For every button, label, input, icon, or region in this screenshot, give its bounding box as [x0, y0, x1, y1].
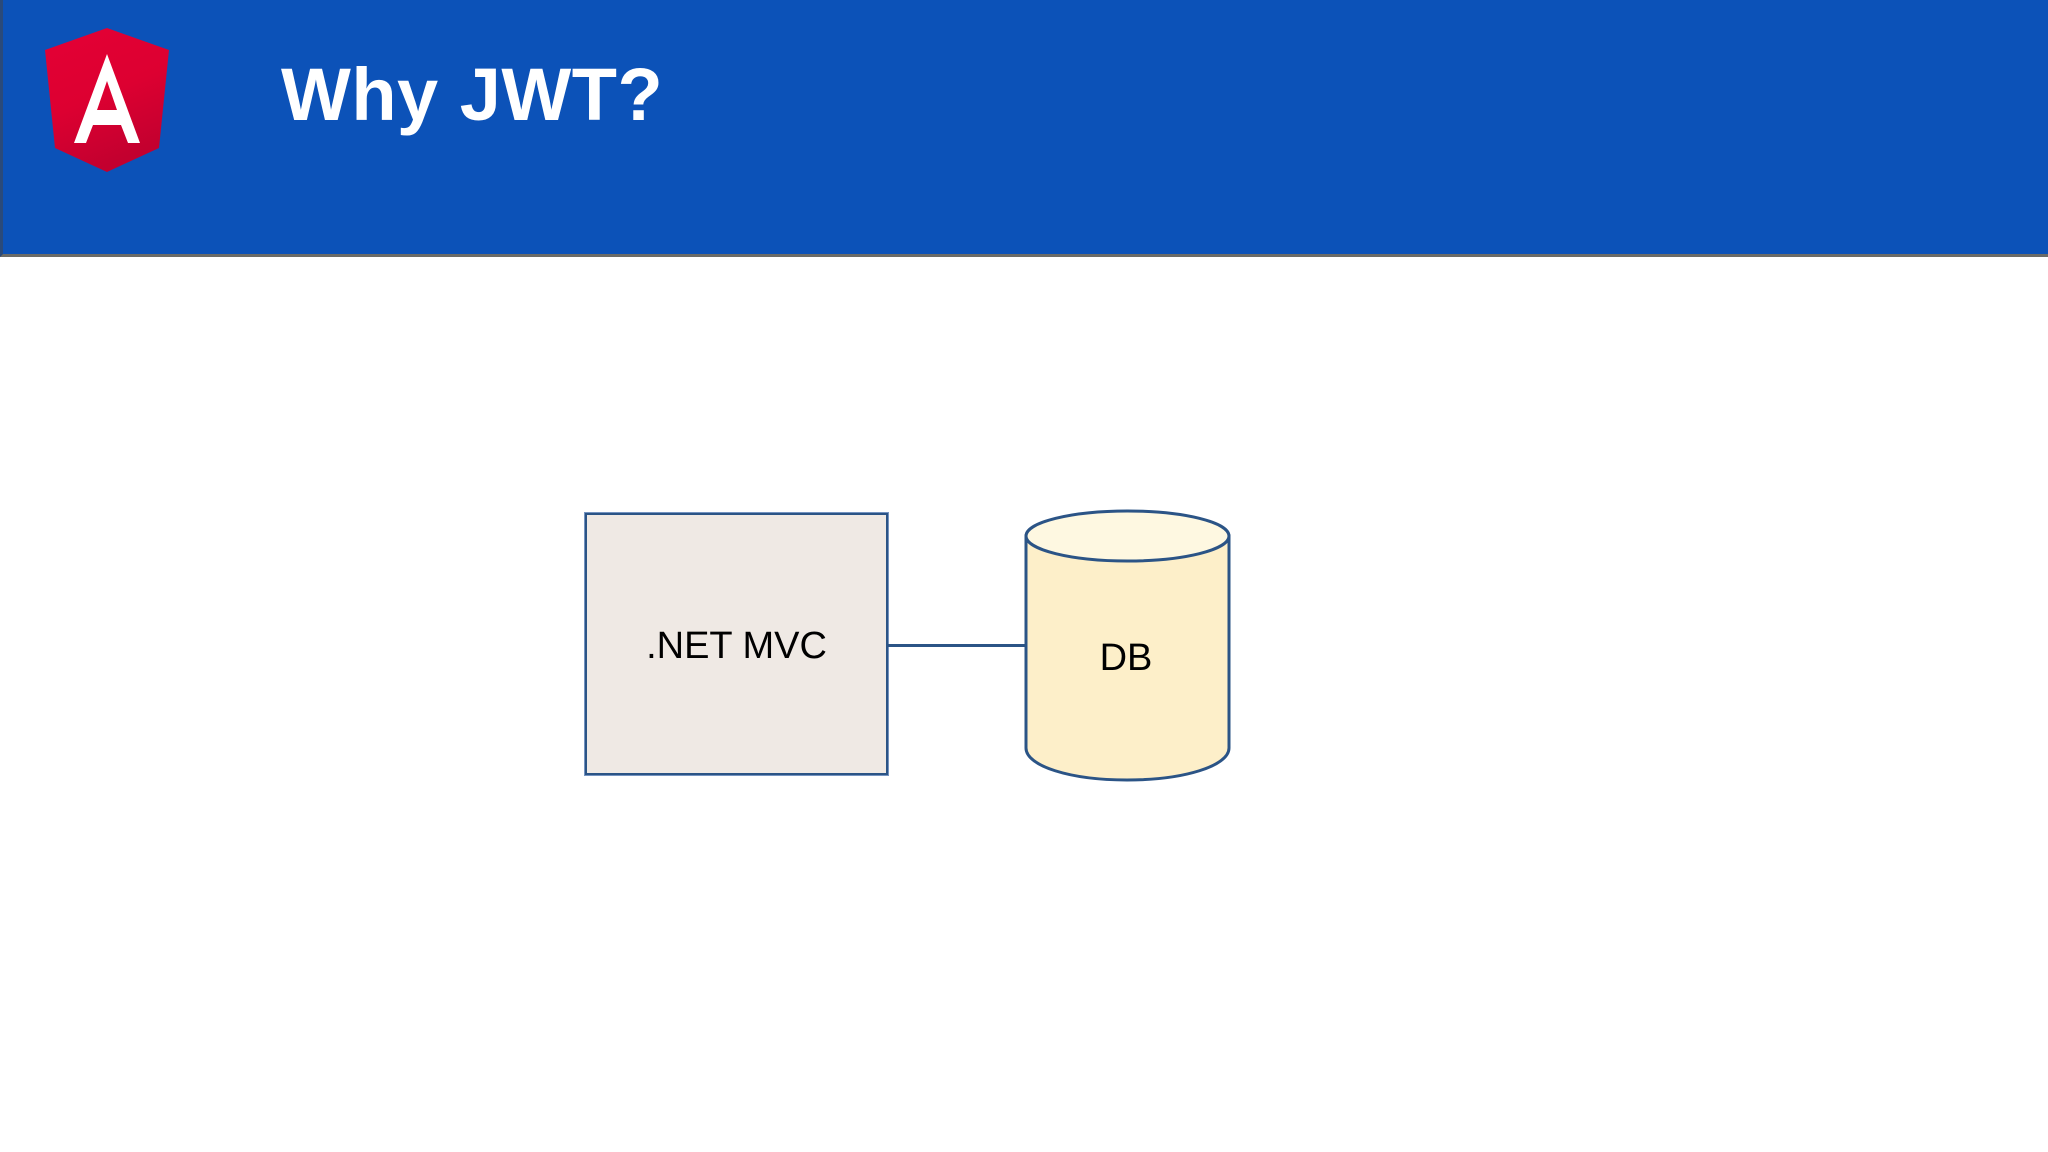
angular-shield-logo	[43, 26, 171, 174]
node-dotnet-mvc-label: .NET MVC	[646, 625, 827, 667]
page-title: Why JWT?	[281, 53, 664, 136]
node-database-label: DB	[1099, 637, 1153, 679]
cylinder-body	[1024, 534, 1231, 782]
letter-a-glyph	[74, 54, 140, 143]
edge-mvc-to-db	[888, 644, 1028, 647]
shield-shape	[45, 28, 169, 172]
node-database-cylinder[interactable]	[1020, 508, 1235, 788]
cylinder-top-ellipse	[1024, 509, 1231, 563]
slide-header-band: Why JWT?	[0, 0, 2048, 257]
node-dotnet-mvc[interactable]	[585, 513, 888, 775]
